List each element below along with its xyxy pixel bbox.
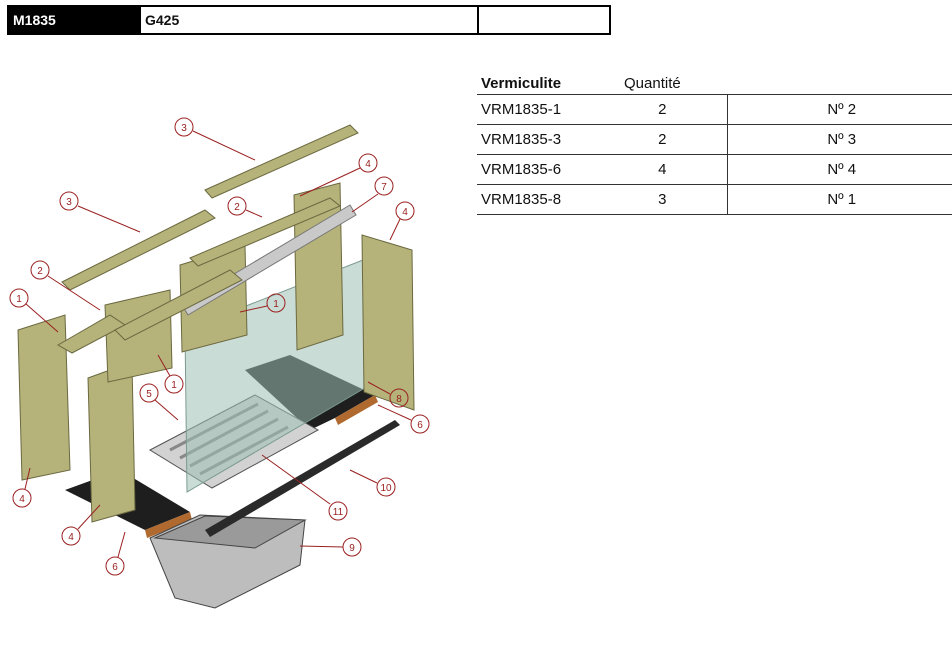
part-qty: 3 bbox=[594, 184, 728, 215]
top-plate-5 bbox=[204, 124, 359, 199]
callout-4: 4 bbox=[402, 207, 408, 218]
part-qty: 2 bbox=[594, 94, 728, 125]
part-ref: VRM1835-8 bbox=[477, 184, 594, 215]
callout-7: 7 bbox=[381, 182, 387, 193]
table-row: VRM1835-8 3 Nº 1 bbox=[477, 184, 952, 215]
callout-4: 4 bbox=[19, 494, 25, 505]
part-ref: VRM1835-1 bbox=[477, 94, 594, 125]
top-plate-2 bbox=[114, 269, 243, 341]
callout-4: 4 bbox=[365, 159, 371, 170]
table-header-row: Vermiculite Quantité bbox=[477, 72, 952, 95]
callout-4: 4 bbox=[68, 532, 74, 543]
floor-slab-edge-right bbox=[335, 395, 378, 425]
part-ref: VRM1835-3 bbox=[477, 124, 594, 155]
top-plate-4 bbox=[189, 197, 341, 267]
col-header-part: Vermiculite bbox=[481, 74, 562, 92]
callout-2: 2 bbox=[37, 266, 43, 277]
table-row: VRM1835-3 2 Nº 3 bbox=[477, 124, 952, 155]
callout-3: 3 bbox=[66, 197, 72, 208]
model-code: M1835 bbox=[9, 7, 141, 33]
part-qty: 4 bbox=[594, 154, 728, 185]
callout-5: 5 bbox=[146, 389, 152, 400]
part-num: Nº 2 bbox=[727, 94, 952, 125]
top-plate-3 bbox=[61, 209, 216, 291]
part-num: Nº 1 bbox=[727, 184, 952, 215]
callouts bbox=[9, 117, 430, 576]
panel-back-1 bbox=[104, 289, 173, 383]
callout-1: 1 bbox=[171, 380, 177, 391]
panel-right-front bbox=[361, 234, 415, 411]
table-row: VRM1835-6 4 Nº 4 bbox=[477, 154, 952, 185]
product-code: G425 bbox=[141, 7, 479, 33]
callout-6: 6 bbox=[417, 420, 423, 431]
part-num: Nº 4 bbox=[727, 154, 952, 185]
exploded-diagram: 3 3 2 2 4 7 4 1 1 1 5 8 6 10 11 4 4 6 9 bbox=[9, 117, 430, 609]
callout-2: 2 bbox=[234, 202, 240, 213]
ash-pan-top bbox=[153, 515, 307, 549]
col-header-qty: Quantité bbox=[624, 74, 681, 92]
table-row: VRM1835-1 2 Nº 2 bbox=[477, 94, 952, 125]
part-num: Nº 3 bbox=[727, 124, 952, 155]
callout-6: 6 bbox=[112, 562, 118, 573]
callout-10: 10 bbox=[380, 483, 392, 494]
floor-slab-edge-left bbox=[145, 512, 192, 538]
header-empty-cell bbox=[479, 7, 609, 33]
front-bar bbox=[205, 420, 400, 537]
parts-table: Vermiculite Quantité VRM1835-1 2 Nº 2 VR… bbox=[477, 72, 952, 215]
col-header-empty bbox=[727, 72, 952, 95]
part-qty: 2 bbox=[594, 124, 728, 155]
callout-1: 1 bbox=[273, 299, 279, 310]
header-bar: M1835 G425 bbox=[7, 5, 611, 35]
callout-9: 9 bbox=[349, 543, 355, 554]
callout-3: 3 bbox=[181, 123, 187, 134]
callout-1: 1 bbox=[16, 294, 22, 305]
panel-left-front bbox=[87, 361, 136, 523]
callout-labels: 3 3 2 2 4 7 4 1 1 1 5 8 6 10 11 4 4 6 9 bbox=[16, 123, 423, 573]
callout-8: 8 bbox=[396, 394, 402, 405]
callout-11: 11 bbox=[333, 507, 344, 518]
panel-left-back bbox=[17, 314, 71, 481]
part-ref: VRM1835-6 bbox=[477, 154, 594, 185]
